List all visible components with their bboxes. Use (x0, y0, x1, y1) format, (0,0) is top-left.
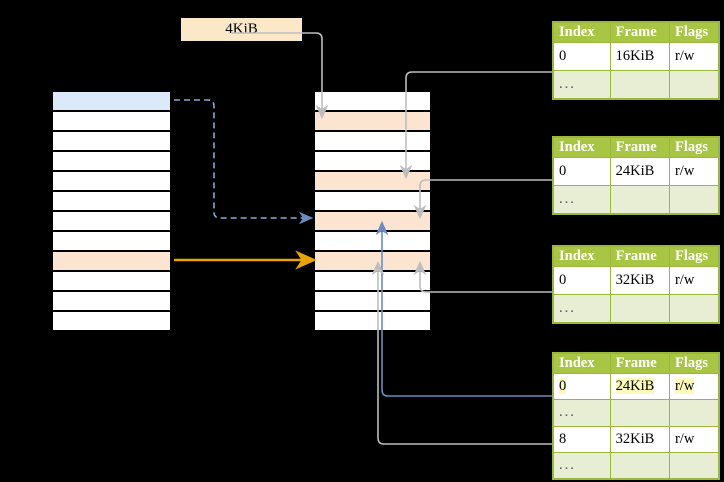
memory-row (52, 271, 171, 291)
memory-row (314, 271, 431, 291)
column-header-index: Index (553, 137, 611, 158)
memory-row (314, 171, 431, 191)
page-table-cell: r/w (668, 42, 720, 71)
page-table-cell: 32KiB (609, 425, 670, 453)
left-memory-column (51, 90, 172, 331)
page-table-cell: 0 (553, 42, 611, 71)
column-header-flags: Flags (668, 353, 720, 374)
page-table-row: ... (553, 399, 720, 427)
size-label-4kib: 4KiB (181, 18, 302, 41)
column-header-index: Index (553, 246, 611, 267)
memory-row (52, 191, 171, 211)
column-header-index: Index (553, 353, 611, 374)
page-table-cell: 24KiB (609, 372, 670, 401)
page-table-row: ... (553, 451, 720, 480)
memory-row (52, 291, 171, 311)
wire-4kib-to-middle (232, 32, 329, 120)
memory-row (314, 251, 431, 271)
page-table-cell: r/w (668, 372, 720, 401)
memory-row (314, 291, 431, 311)
page-table-cell (668, 70, 720, 99)
memory-row (52, 91, 171, 111)
wire-left-blue-dashed (174, 99, 314, 225)
page-table-cell (609, 451, 670, 480)
column-header-index: Index (553, 22, 611, 43)
page-table-cell: 8 (553, 425, 611, 453)
memory-row (314, 151, 431, 171)
memory-row (52, 211, 171, 231)
page-table-cell: 0 (553, 372, 611, 401)
memory-row (52, 311, 171, 331)
page-table-cell (609, 185, 670, 214)
page-table-cell: r/w (668, 157, 720, 186)
page-table-cell: ... (553, 399, 611, 427)
page-table-cell: 0 (553, 266, 611, 295)
memory-row (52, 171, 171, 191)
column-header-flags: Flags (668, 246, 720, 267)
page-table-row: ... (553, 185, 720, 214)
page-table-cell: ... (553, 185, 611, 214)
memory-row (314, 311, 431, 331)
memory-row (314, 191, 431, 211)
memory-row (314, 91, 431, 111)
memory-row (314, 131, 431, 151)
page-table-cell: 32KiB (609, 266, 670, 295)
column-header-flags: Flags (668, 137, 720, 158)
page-table-cell (668, 294, 720, 323)
page-table-cell: ... (553, 294, 611, 323)
column-header-frame: Frame (609, 246, 670, 267)
page-table-cell: 24KiB (609, 157, 670, 186)
memory-row (52, 131, 171, 151)
page-table-cell (668, 399, 720, 427)
page-table-cell: ... (553, 451, 611, 480)
page-table-row: ... (553, 294, 720, 323)
size-label-text: 4KiB (225, 21, 258, 37)
page-table-cell (609, 70, 670, 99)
page-table-cell: ... (553, 70, 611, 99)
column-header-flags: Flags (668, 22, 720, 43)
page-table-cell: r/w (668, 266, 720, 295)
column-header-frame: Frame (609, 22, 670, 43)
memory-row (314, 111, 431, 131)
column-header-frame: Frame (609, 137, 670, 158)
memory-row (52, 111, 171, 131)
page-table-cell: r/w (668, 425, 720, 453)
memory-row (52, 151, 171, 171)
page-table-cell: 0 (553, 157, 611, 186)
memory-row (52, 251, 171, 271)
memory-row (52, 231, 171, 251)
page-table-cell (668, 185, 720, 214)
column-header-frame: Frame (609, 353, 670, 374)
wire-pt3-to-middle (413, 260, 552, 293)
page-table-row: ... (553, 70, 720, 99)
page-table-cell: 16KiB (609, 42, 670, 71)
memory-row (314, 211, 431, 231)
page-table-cell (668, 451, 720, 480)
page-table-cell (609, 399, 670, 427)
wire-pt2-to-middle (413, 179, 552, 220)
middle-memory-column (313, 90, 432, 331)
page-table-cell (609, 294, 670, 323)
memory-row (314, 231, 431, 251)
